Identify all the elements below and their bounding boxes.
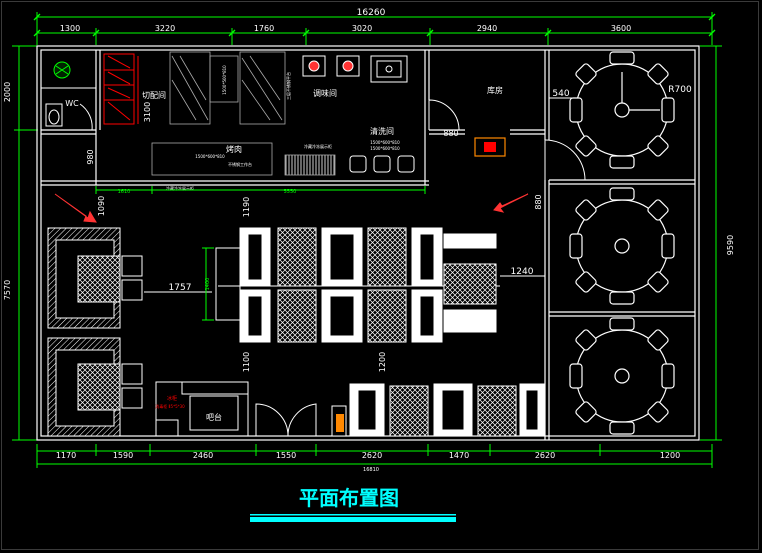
wc-room xyxy=(41,61,96,131)
dim-top-total: 16260 xyxy=(357,8,386,18)
dim-1757: 1757 xyxy=(169,283,192,293)
dim-r700: R700 xyxy=(668,85,692,95)
dim-1400: 1400 xyxy=(205,278,211,291)
warehouse-door xyxy=(428,99,460,131)
private-room-2 xyxy=(569,187,675,305)
dim-left-upper: 2000 xyxy=(3,82,12,102)
dim-880-a: 880 xyxy=(443,129,458,138)
dim-right-total: 9590 xyxy=(726,235,735,255)
equip-label-2: 1500*600*810 xyxy=(370,140,400,145)
warehouse-red-door xyxy=(474,137,506,157)
side-dimension-lines xyxy=(12,45,722,441)
dim-540: 540 xyxy=(552,89,569,99)
dim-bottom-seg-1: 1170 xyxy=(56,451,76,460)
entry-arrows xyxy=(54,193,529,223)
center-tables xyxy=(215,227,500,343)
dim-1610: 1610 xyxy=(118,189,131,195)
shelf-label-mid: 冷藏冷冻展示柜 xyxy=(304,143,332,149)
equip-label-3b: 不锈钢工作台 xyxy=(228,161,252,167)
kitchen-front-dim xyxy=(95,186,426,194)
dim-bottom-seg-6: 1470 xyxy=(449,451,469,460)
dim-bottom-seg-5: 2620 xyxy=(362,451,382,460)
dim-top-seg-6: 3600 xyxy=(611,24,631,33)
bottom-dimension-lines xyxy=(36,444,713,468)
dim-1240: 1240 xyxy=(511,267,534,277)
room-label-dishwash: 清洗间 xyxy=(370,126,394,136)
dim-top-seg-4: 3020 xyxy=(352,24,372,33)
shelf-label-left: 冷藏冷冻展示柜 xyxy=(166,185,194,191)
room-label-warehouse: 库房 xyxy=(487,85,503,95)
dim-1100: 1100 xyxy=(242,352,251,372)
red-label-box: 消毒柜 Ⅱ5*5*30 xyxy=(155,403,185,409)
bottom-tables xyxy=(349,383,545,437)
dim-bottom-seg-8: 1200 xyxy=(660,451,680,460)
equip-label-1b: 三层不锈钢平台 xyxy=(285,72,291,100)
spice-room-stoves xyxy=(302,55,408,83)
cut-room-equipment xyxy=(103,53,139,125)
dim-top-seg-3: 1760 xyxy=(254,24,274,33)
dim-top-seg-2: 3220 xyxy=(155,24,175,33)
drawing-title: 平面布置图 xyxy=(299,486,399,510)
dim-980: 980 xyxy=(86,149,95,164)
room-label-wc: WC xyxy=(65,99,79,108)
top-tick-marks xyxy=(33,13,716,37)
entrance-door xyxy=(255,403,317,437)
kitchen-shelves xyxy=(169,51,286,125)
toilet-icon xyxy=(48,109,60,125)
dim-left-total: 7570 xyxy=(3,280,12,300)
dim-bottom-total: 16810 xyxy=(363,467,379,473)
equip-label-3: 1500*600*810 xyxy=(195,154,225,159)
bottom-orange-fixture xyxy=(331,405,347,437)
room-label-spice: 调味间 xyxy=(313,88,337,98)
dining-door-right xyxy=(544,139,586,181)
dim-3100: 3100 xyxy=(143,102,152,122)
dim-bottom-seg-2: 1590 xyxy=(113,451,133,460)
equip-label-1: 1500*500*810 xyxy=(222,65,227,95)
kitchen-walls xyxy=(41,50,695,440)
red-label-freezer: 冰柜 xyxy=(167,395,177,402)
dim-1190: 1190 xyxy=(242,197,251,217)
dim-top-seg-1: 1300 xyxy=(60,24,80,33)
private-room-3 xyxy=(569,317,675,435)
dim-bottom-seg-3: 2460 xyxy=(193,451,213,460)
dim-top-seg-5: 2940 xyxy=(477,24,497,33)
dim-1090: 1090 xyxy=(97,196,106,216)
equip-label-2b: 1500*600*810 xyxy=(370,146,400,151)
dim-1200: 1200 xyxy=(378,352,387,372)
dim-1400-bracket xyxy=(202,247,214,321)
room-label-cut: 切配间 xyxy=(142,91,166,100)
title-underline-thick xyxy=(250,517,456,522)
roast-counter xyxy=(151,142,336,176)
title-underline-thin xyxy=(250,514,456,516)
room-label-bar: 吧台 xyxy=(206,412,222,422)
dishwash-sinks xyxy=(349,155,415,173)
dim-5550: 5550 xyxy=(284,189,297,195)
dim-bottom-seg-4: 1550 xyxy=(276,451,296,460)
dim-880-b: 880 xyxy=(534,194,543,209)
dim-bottom-seg-7: 2620 xyxy=(535,451,555,460)
room-label-roast: 烤肉 xyxy=(226,144,242,154)
private-room-1 xyxy=(569,51,675,169)
left-booths xyxy=(47,227,143,437)
bar-counter xyxy=(155,381,249,437)
